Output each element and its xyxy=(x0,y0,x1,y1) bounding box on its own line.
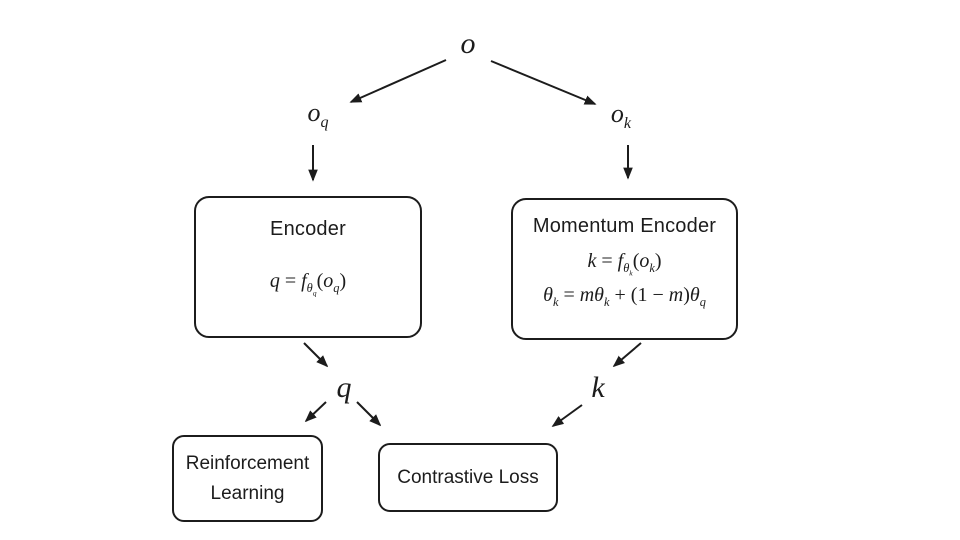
encoder-formula: q = fθq(oq) xyxy=(269,270,347,298)
query-label: q xyxy=(336,371,352,404)
reinforcement-learning-box: Reinforcement Learning xyxy=(172,435,323,522)
encoder-box: Encoder q = fθq(oq) xyxy=(194,196,422,338)
arrow-q-to-rl xyxy=(304,401,327,423)
observation-q-label: oq xyxy=(307,98,329,132)
arrow-o-to-oq xyxy=(349,59,447,103)
arrow-encoder-to-q xyxy=(303,342,329,368)
momentum-encoder-title: Momentum Encoder xyxy=(532,215,717,237)
observation-label: o xyxy=(460,27,476,60)
arrow-q-to-cl xyxy=(356,401,382,427)
momentum-encoder-box: Momentum Encoder k = fθk(ok) θk = mθk + … xyxy=(511,198,738,340)
encoder-title: Encoder xyxy=(270,218,346,240)
arrow-k-to-cl xyxy=(551,404,583,427)
reinforcement-learning-label-line2: Learning xyxy=(210,482,285,504)
observation-k-label: ok xyxy=(610,99,632,133)
momentum-encoder-formula-1: k = fθk(ok) xyxy=(587,250,662,278)
momentum-encoder-formula-2: θk = mθk + (1 − m)θq xyxy=(543,284,706,309)
reinforcement-learning-label-line1: Reinforcement xyxy=(185,452,310,474)
arrow-momentum-to-k xyxy=(612,342,642,368)
contrastive-loss-label: Contrastive Loss xyxy=(397,466,539,488)
arrow-o-to-ok xyxy=(490,60,597,105)
key-label: k xyxy=(591,371,605,404)
contrastive-loss-box: Contrastive Loss xyxy=(378,443,558,512)
